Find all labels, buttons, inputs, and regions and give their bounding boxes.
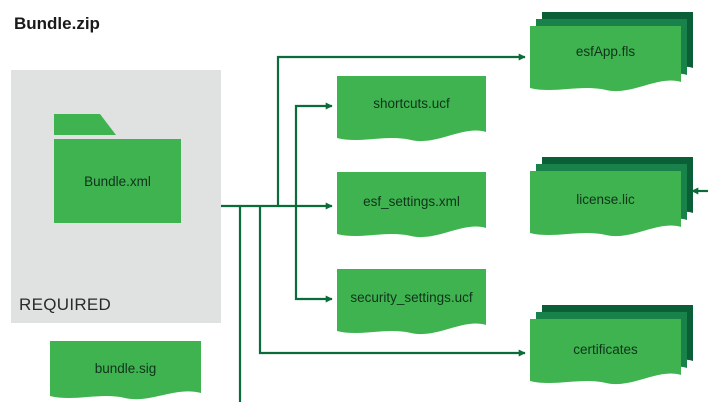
esf-settings-label: esf_settings.xml xyxy=(363,194,460,209)
shortcuts-document xyxy=(337,76,486,142)
certificates-label: certificates xyxy=(573,342,638,357)
bundle-xml-folder-icon xyxy=(54,114,181,223)
security-settings-label: security_settings.ucf xyxy=(350,290,473,305)
esfapp-label: esfApp.fls xyxy=(575,44,636,59)
license-label: license.lic xyxy=(576,192,635,207)
connector-to-shortcuts xyxy=(294,102,333,206)
shortcuts-label: shortcuts.ucf xyxy=(373,96,450,111)
esf-settings-document xyxy=(337,172,486,238)
required-label: REQUIRED xyxy=(19,295,112,314)
bundle-sig-label: bundle.sig xyxy=(94,361,157,376)
esfapp-document-stack xyxy=(530,12,693,92)
bundle-sig-document xyxy=(50,341,201,400)
license-document-stack xyxy=(530,157,693,237)
diagram-title: Bundle.zip xyxy=(14,14,100,33)
connector-to-certificates xyxy=(258,206,526,357)
certificates-document-stack xyxy=(530,305,693,385)
connector-to-security-settings xyxy=(294,206,333,303)
bundle-xml-label: Bundle.xml xyxy=(84,174,151,189)
security-settings-document xyxy=(337,269,486,335)
connector-to-esfapp xyxy=(276,53,526,206)
